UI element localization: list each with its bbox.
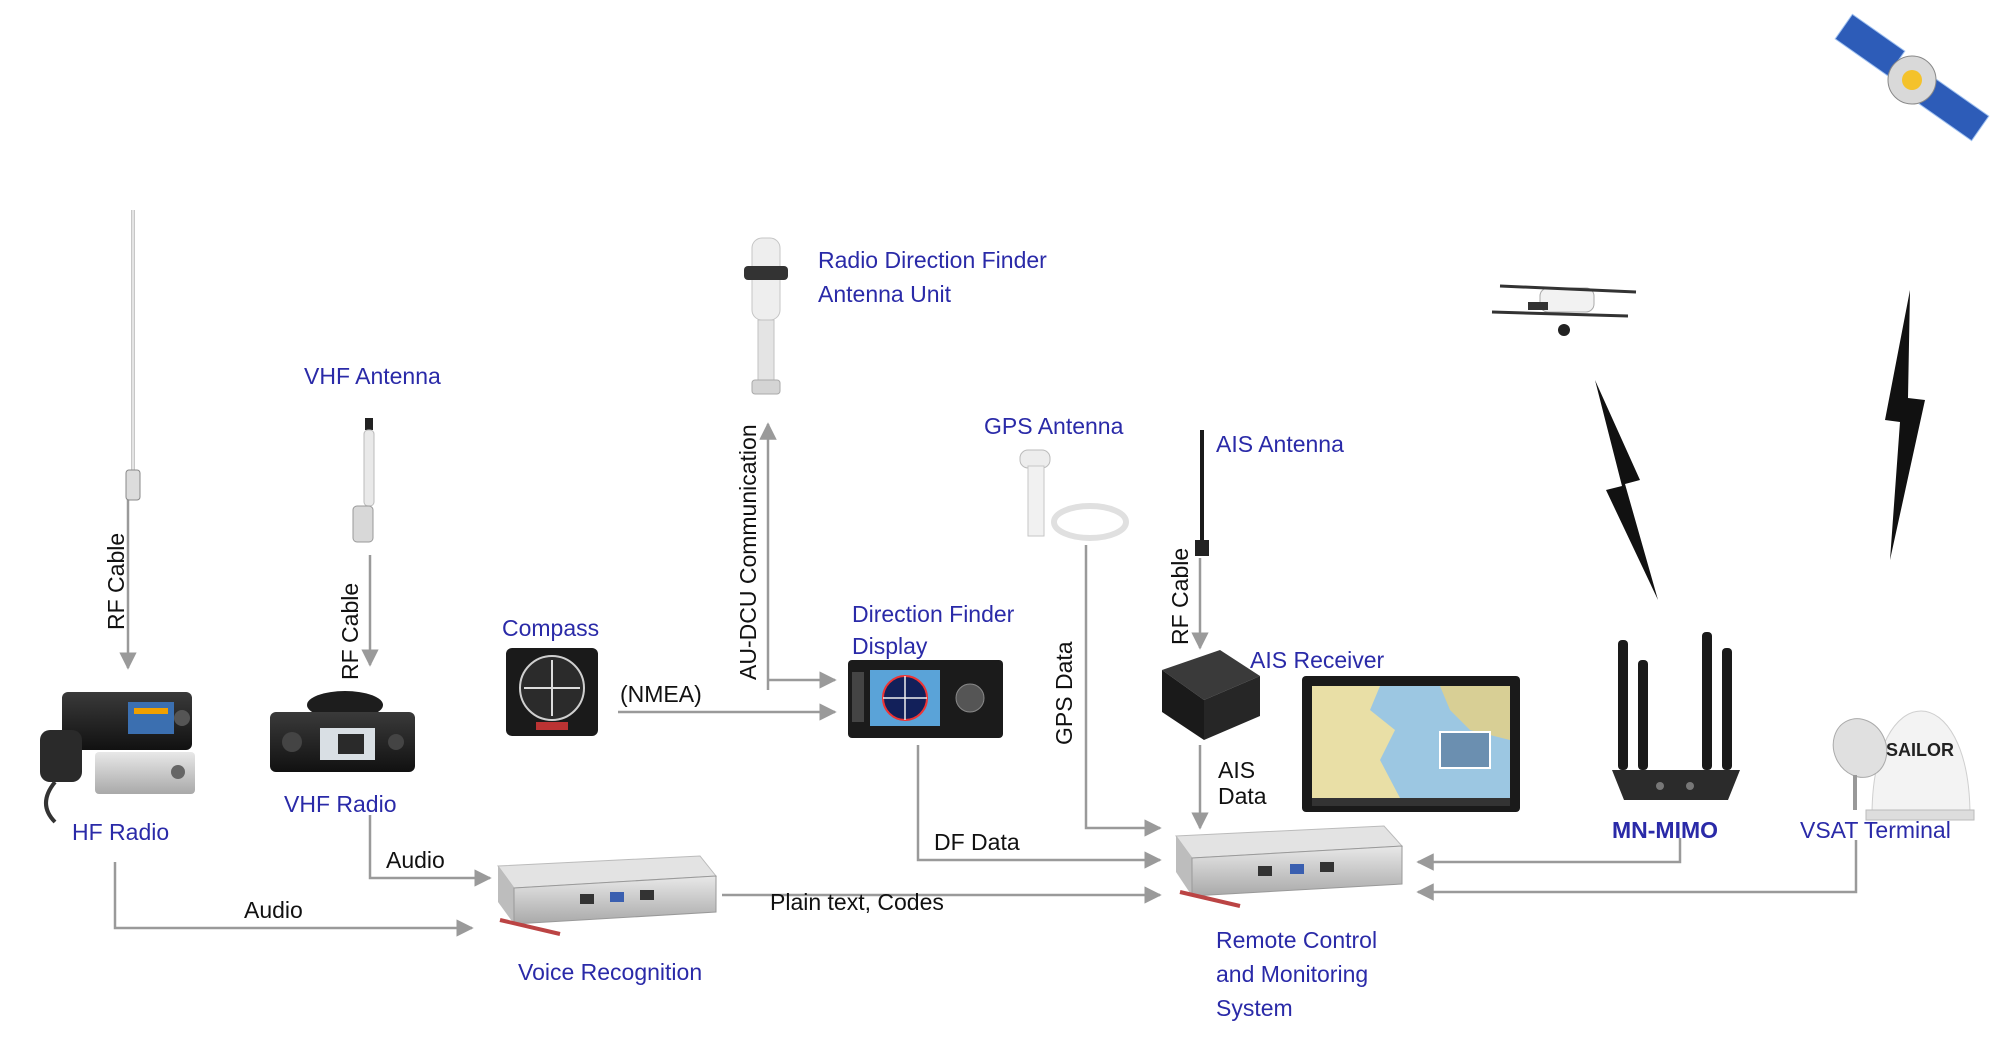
plain-text-label: Plain text, Codes <box>770 889 944 915</box>
mimo-link-line <box>1416 838 1682 871</box>
au-dcu-label: AU-DCU Communication <box>735 424 761 680</box>
gps-antenna-label: GPS Antenna <box>984 413 1124 439</box>
df-display-icon <box>848 660 1003 738</box>
satellite-icon <box>1834 13 1990 142</box>
mn-mimo-label: MN-MIMO <box>1612 817 1718 843</box>
gps-antenna-icon <box>1019 449 1129 541</box>
df-display-label-line1: Direction Finder <box>852 601 1015 627</box>
rdf-antenna-icon <box>744 237 788 395</box>
router-icon <box>1612 632 1740 800</box>
hf-radio-label: HF Radio <box>72 819 169 845</box>
lightning-icon <box>1885 290 1925 560</box>
ais-rf-cable-label: RF Cable <box>1167 548 1193 645</box>
compass-label: Compass <box>502 615 599 641</box>
lightning-icon <box>1595 380 1658 600</box>
rcms-label-line3: System <box>1216 995 1293 1021</box>
nmea-label: (NMEA) <box>620 681 702 707</box>
ais-receiver-icon <box>1162 650 1260 740</box>
df-display-label-line2: Display <box>852 633 928 659</box>
chart-display-icon <box>1302 676 1520 812</box>
rcms-label-line2: and Monitoring <box>1216 961 1368 987</box>
rdf-antenna-label-line1: Radio Direction Finder <box>818 247 1047 273</box>
vhf-radio-icon <box>270 691 415 772</box>
vhf-audio-label: Audio <box>386 847 445 873</box>
gps-data-line <box>1084 545 1162 837</box>
voice-recognition-computer-icon <box>497 855 717 936</box>
voice-recognition-label: Voice Recognition <box>518 959 702 985</box>
gps-data-label: GPS Data <box>1051 641 1077 745</box>
connectors <box>113 422 1858 937</box>
hf-rf-cable-label: RF Cable <box>103 533 129 630</box>
df-data-line <box>916 745 1162 869</box>
vsat-link-line <box>1416 840 1858 901</box>
hf-audio-line <box>113 862 474 937</box>
drone-icon <box>1491 284 1637 336</box>
ais-antenna-icon <box>1195 430 1209 556</box>
vsat-dome-icon <box>1832 710 1975 821</box>
rcms-computer-icon <box>1175 825 1404 908</box>
hf-audio-label: Audio <box>244 897 303 923</box>
ais-antenna-label: AIS Antenna <box>1216 431 1344 457</box>
vhf-audio-line <box>368 815 492 887</box>
ais-receiver-label: AIS Receiver <box>1250 647 1385 673</box>
ais-data-label-line2: Data <box>1218 783 1267 809</box>
hf-antenna-icon <box>125 210 141 501</box>
vsat-logo-text: SAILOR <box>1886 740 1954 760</box>
rdf-antenna-label-line2: Antenna Unit <box>818 281 952 307</box>
vsat-terminal-label: VSAT Terminal <box>1800 817 1951 843</box>
hf-radio-icon <box>40 692 195 824</box>
vhf-rf-cable-label: RF Cable <box>337 583 363 680</box>
vhf-antenna-icon <box>352 418 375 543</box>
vhf-antenna-label: VHF Antenna <box>304 363 441 389</box>
df-data-label: DF Data <box>934 829 1020 855</box>
compass-icon <box>506 648 598 736</box>
vhf-radio-label: VHF Radio <box>284 791 396 817</box>
rcms-label-line1: Remote Control <box>1216 927 1377 953</box>
ais-data-label-line1: AIS <box>1218 757 1255 783</box>
